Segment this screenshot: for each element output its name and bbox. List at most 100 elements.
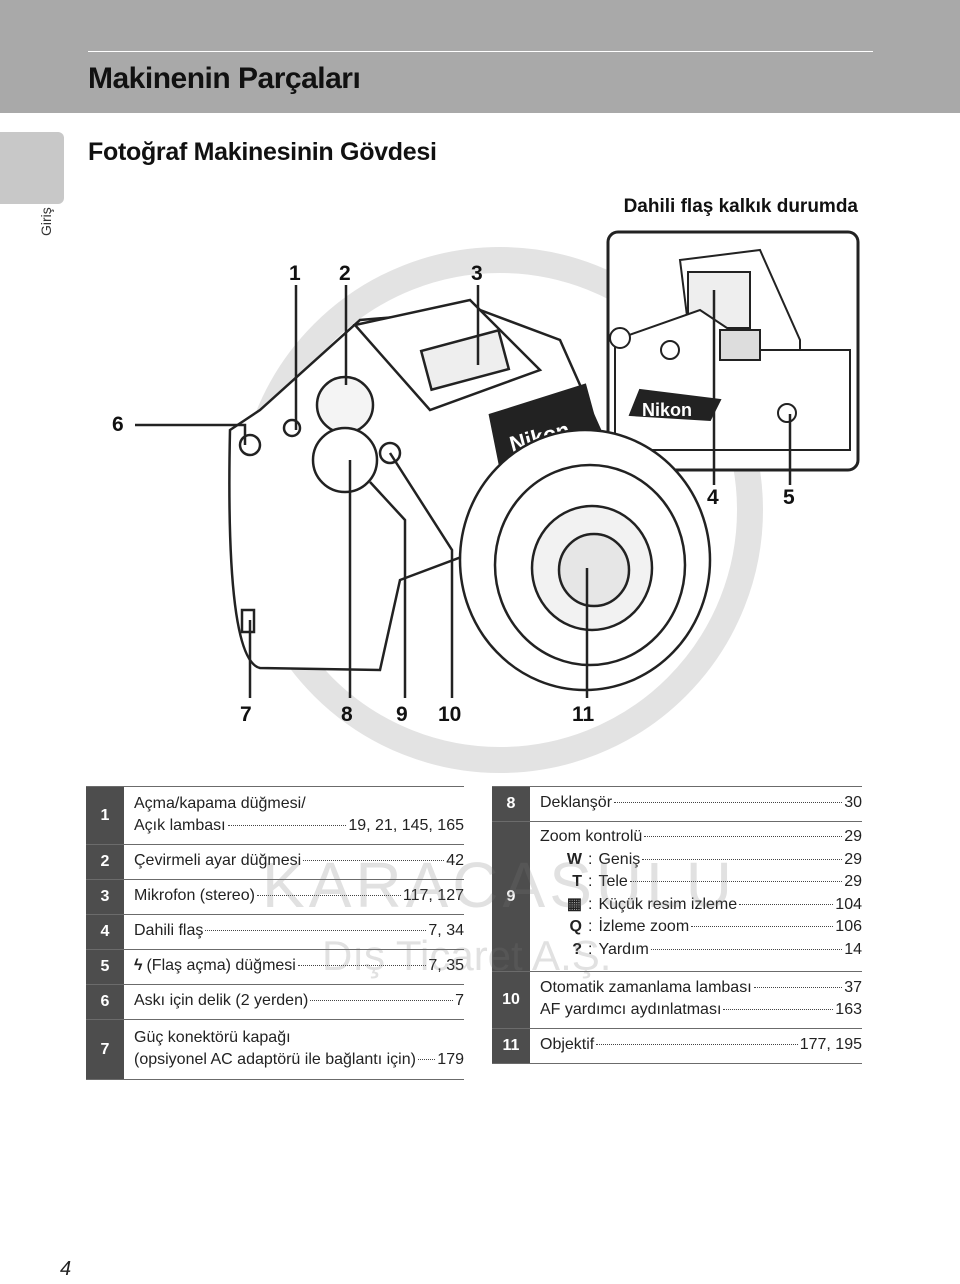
item-label: Güç konektörü kapağı (134, 1029, 291, 1046)
row-desc: Dahili flaş 7, 34 (124, 915, 464, 949)
item-label: Çevirmeli ayar düğmesi (134, 852, 302, 869)
page-ref: 37 (844, 979, 862, 996)
page-ref: 117, 127 (402, 887, 464, 904)
page-ref: 163 (835, 1001, 862, 1018)
callout-8: 8 (341, 703, 353, 726)
page-ref: 104 (835, 895, 862, 913)
page-number: 4 (60, 1258, 72, 1280)
item-label: (opsiyonel AC adaptörü ile bağlantı için… (134, 1051, 416, 1068)
playback-zoom-icon: Q (569, 918, 582, 935)
callout-1: 1 (289, 262, 301, 285)
row-number: 3 (86, 880, 124, 914)
row-desc: Açma/kapama düğmesi/ Açık lambası 19, 21,… (124, 787, 464, 844)
callout-line-10 (388, 452, 454, 698)
row-number: 1 (86, 787, 124, 844)
row-number: 2 (86, 845, 124, 879)
inset-brand-text: Nikon (642, 400, 692, 420)
row-number: 6 (86, 985, 124, 1019)
callout-11: 11 (572, 703, 595, 726)
item-label: AF yardımcı aydınlatması (540, 1001, 722, 1018)
page-ref: 29 (844, 828, 862, 845)
table-row: 6 Askı için delik (2 yerden) 7 (86, 985, 464, 1020)
camera-illustration: Nikon Nikon (135, 230, 860, 773)
item-label: Zoom kontrolü (540, 828, 643, 845)
row-number: 8 (492, 787, 530, 821)
row-desc: Güç konektörü kapağı (opsiyonel AC adapt… (124, 1020, 464, 1079)
camera-lens (458, 428, 712, 692)
table-row: 1 Açma/kapama düğmesi/ Açık lambası 19, 2… (86, 787, 464, 845)
row-number: 5 (86, 950, 124, 984)
page-ref: 177, 195 (799, 1036, 862, 1053)
page-ref: 29 (844, 850, 862, 868)
page-ref: 14 (844, 940, 862, 958)
item-label: Otomatik zamanlama lambası (540, 979, 752, 996)
item-label: Deklanşör (540, 794, 613, 811)
page-ref: 7 (455, 992, 464, 1009)
thumbnail-icon: ▦ (566, 895, 582, 913)
page-ref: 29 (844, 873, 862, 890)
callout-10: 10 (438, 703, 462, 726)
page-ref: 30 (844, 794, 862, 811)
item-label: Objektif (540, 1036, 595, 1053)
item-label: Geniş (598, 850, 641, 868)
item-label: Dahili flaş (134, 922, 204, 939)
row-desc: Otomatik zamanlama lambası 37 AF yardımcı… (530, 972, 862, 1028)
row-number: 9 (492, 822, 530, 971)
chapter-title: Makinenin Parçaları (88, 62, 361, 95)
callout-2: 2 (339, 262, 351, 285)
callout-line-6 (135, 423, 247, 445)
item-label: Tele (598, 873, 628, 890)
row-number: 10 (492, 972, 530, 1028)
page-ref: 106 (835, 918, 862, 935)
section-title: Fotoğraf Makinesinin Gövdesi (88, 138, 437, 166)
page-ref: 42 (446, 852, 464, 869)
item-label: Mikrofon (stereo) (134, 887, 255, 904)
callout-7: 7 (240, 703, 252, 726)
help-icon: ? (572, 940, 582, 958)
table-row: 10 Otomatik zamanlama lambası 37 AF yardı… (492, 972, 862, 1029)
page-ref: 7, 35 (428, 957, 464, 974)
row-desc: Askı için delik (2 yerden) 7 (124, 985, 464, 1019)
table-row: 8 Deklanşör 30 (492, 787, 862, 822)
row-desc: Çevirmeli ayar düğmesi 42 (124, 845, 464, 879)
zoom-tele-icon: T (572, 873, 582, 890)
callout-9: 9 (396, 703, 408, 726)
row-number: 11 (492, 1029, 530, 1063)
row-desc: ϟ(Flaş açma) düğmesi 7, 35 (124, 950, 464, 984)
item-label: (Flaş açma) düğmesi (146, 957, 296, 974)
inset-caption: Dahili flaş kalkık durumda (623, 196, 858, 217)
callout-3: 3 (471, 262, 483, 285)
side-tab (0, 132, 64, 204)
item-label: Açma/kapama düğmesi/ (134, 795, 306, 812)
page-ref: 7, 34 (428, 922, 464, 939)
parts-table-left: 1 Açma/kapama düğmesi/ Açık lambası 19, 2… (86, 786, 464, 1080)
item-label: İzleme zoom (598, 918, 690, 935)
table-row: 4 Dahili flaş 7, 34 (86, 915, 464, 950)
item-label: Açık lambası (134, 817, 226, 834)
header-band (0, 0, 960, 113)
zoom-wide-icon: W (566, 850, 582, 868)
row-desc: Mikrofon (stereo) 117, 127 (124, 880, 464, 914)
callout-lines (135, 285, 589, 698)
callout-4: 4 (707, 486, 719, 509)
row-desc: Deklanşör 30 (530, 787, 862, 821)
table-row: 5 ϟ(Flaş açma) düğmesi 7, 35 (86, 950, 464, 985)
item-label: Askı için delik (2 yerden) (134, 992, 309, 1009)
table-row: 7 Güç konektörü kapağı (opsiyonel AC ada… (86, 1020, 464, 1080)
header-rule (88, 51, 873, 52)
table-row: 2 Çevirmeli ayar düğmesi 42 (86, 845, 464, 880)
table-row: 11 Objektif 177, 195 (492, 1029, 862, 1064)
row-desc: Objektif 177, 195 (530, 1029, 862, 1063)
flash-icon: ϟ (134, 957, 143, 974)
item-label: Yardım (598, 940, 649, 958)
row-number: 4 (86, 915, 124, 949)
callout-6: 6 (112, 413, 124, 436)
row-number: 7 (86, 1020, 124, 1079)
page-ref: 179 (437, 1051, 464, 1068)
callout-line-9 (369, 481, 407, 698)
callout-5: 5 (783, 486, 795, 509)
page-ref: 19, 21, 145, 165 (348, 817, 464, 834)
